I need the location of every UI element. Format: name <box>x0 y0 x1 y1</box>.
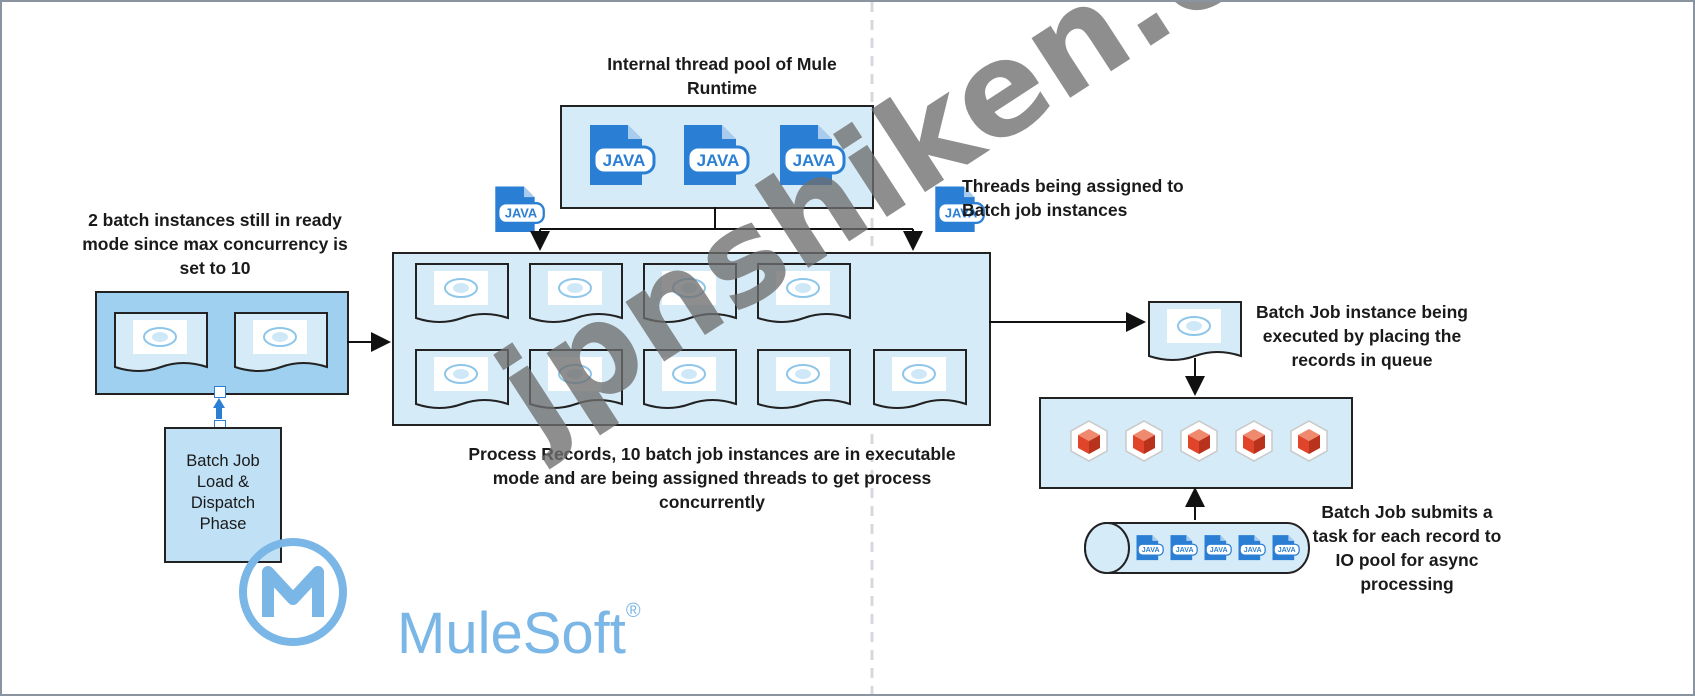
process-records-box <box>392 252 991 426</box>
java-file-icon: JAVA <box>929 185 987 240</box>
thread-pool-box: JAVA JAVA JAVA <box>560 105 874 209</box>
ready-mode-label: 2 batch instances still in ready mode si… <box>82 210 348 278</box>
svg-text:JAVA: JAVA <box>697 151 740 170</box>
io-pool-icons: JAVA JAVA JAVA JAVA JAVA <box>1134 534 1304 564</box>
ready-instances-box <box>95 291 349 395</box>
connector-arrow <box>213 398 225 419</box>
java-file-icon: JAVA <box>1168 534 1198 567</box>
threads-assigned-label: Threads being assigned to Batch job inst… <box>962 176 1184 220</box>
java-file-icon: JAVA <box>1270 534 1300 567</box>
mulesoft-brand: MuleSoft® <box>397 600 641 667</box>
java-file-icon: JAVA <box>584 123 656 194</box>
batch-document-icon <box>233 311 329 373</box>
record-cube-icon <box>1287 419 1331 463</box>
svg-text:JAVA: JAVA <box>945 206 977 221</box>
java-file-icon: JAVA <box>489 185 547 240</box>
record-queue-box <box>1039 397 1353 489</box>
svg-text:JAVA: JAVA <box>1278 546 1296 554</box>
record-cube-icon <box>1067 419 1111 463</box>
batch-document-icon <box>414 348 510 410</box>
batch-document-icon <box>642 262 738 324</box>
mulesoft-logo-icon <box>239 538 347 646</box>
instance-executed-label: Batch Job instance being executed by pla… <box>1256 302 1468 370</box>
batch-document-icon <box>756 348 852 410</box>
svg-text:JAVA: JAVA <box>505 206 537 221</box>
batch-document-icon <box>414 262 510 324</box>
submits-task-label: Batch Job submits a task for each record… <box>1312 502 1502 594</box>
brand-text: MuleSoft <box>397 601 626 666</box>
batch-document-icon <box>113 311 209 373</box>
record-cube-icon <box>1122 419 1166 463</box>
svg-text:JAVA: JAVA <box>793 151 836 170</box>
svg-text:JAVA: JAVA <box>1210 546 1228 554</box>
batch-document-icon <box>1147 300 1243 362</box>
batch-document-icon <box>756 262 852 324</box>
connector-handle <box>214 386 226 398</box>
record-cube-icon <box>1232 419 1276 463</box>
batch-document-icon <box>872 348 968 410</box>
svg-text:JAVA: JAVA <box>1244 546 1262 554</box>
load-dispatch-box: Batch Job Load & Dispatch Phase <box>164 427 282 563</box>
load-dispatch-label: Batch Job Load & Dispatch Phase <box>186 452 260 533</box>
brand-registered-mark: ® <box>625 600 641 622</box>
record-cube-icon <box>1177 419 1221 463</box>
process-records-label: Process Records, 10 batch job instances … <box>468 444 956 512</box>
java-file-icon: JAVA <box>678 123 750 194</box>
batch-document-icon <box>528 348 624 410</box>
svg-text:JAVA: JAVA <box>603 151 646 170</box>
java-file-icon: JAVA <box>774 123 846 194</box>
batch-document-icon <box>642 348 738 410</box>
java-file-icon: JAVA <box>1236 534 1266 567</box>
java-file-icon: JAVA <box>1134 534 1164 567</box>
thread-pool-title: Internal thread pool of Mule Runtime <box>607 54 837 98</box>
svg-text:JAVA: JAVA <box>1176 546 1194 554</box>
batch-document-icon <box>528 262 624 324</box>
svg-text:JAVA: JAVA <box>1142 546 1160 554</box>
java-file-icon: JAVA <box>1202 534 1232 567</box>
